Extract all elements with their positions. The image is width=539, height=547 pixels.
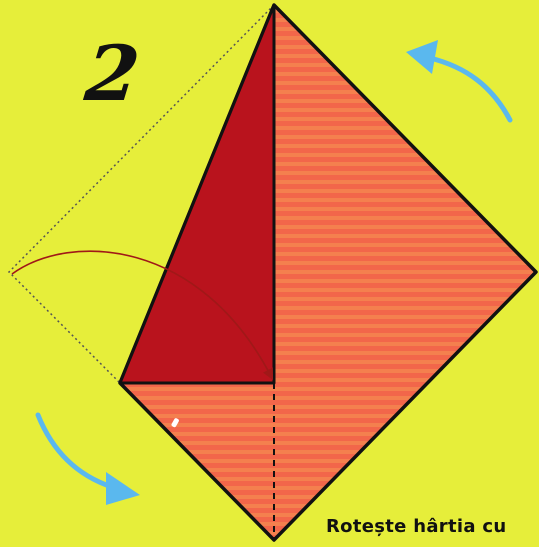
folded-flap	[120, 5, 274, 383]
rotate-arrow-icon	[38, 415, 140, 505]
rotate-arrow-icon	[406, 40, 510, 120]
step-number: 2	[82, 36, 143, 112]
instruction-caption: Rotește hârtia cu	[326, 516, 506, 537]
